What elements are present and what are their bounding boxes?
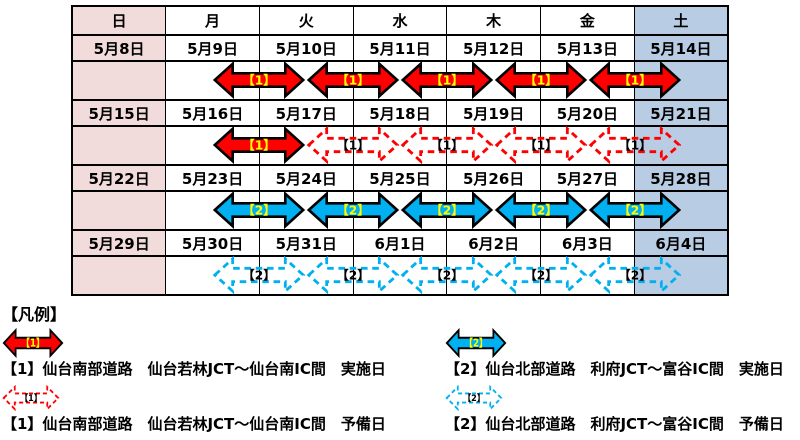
date-cell: 5月16日 [165,99,260,127]
date-cell: 5月24日 [258,164,354,192]
arrow-row-0 [71,60,729,101]
date-cell: 5月18日 [352,99,448,127]
legend-icon-red-solid: 【1】 [2,326,386,359]
arrow-row-cell [71,190,167,231]
legend-item-text: 【1】仙台南部道路 仙台若林JCT～仙台南IC間 予備日 [2,415,386,433]
red-solid-double-arrow-icon: 【1】 [2,327,64,358]
legend-column-right: 【2】【2】仙台北部道路 利府JCT～富谷IC間 実施日【2】【2】仙台北部道路… [445,326,784,436]
day-header-row: 日月火水木金土 [71,5,729,36]
arrow-row-cell [446,255,542,296]
arrow-row-cell [352,125,448,166]
legend-item-text: 【2】仙台北部道路 利府JCT～富谷IC間 実施日 [445,360,784,378]
date-cell: 6月4日 [633,229,729,257]
arrow-row-2 [71,190,729,231]
legend-icon-blue-solid: 【2】 [445,326,784,359]
date-cell: 6月3日 [540,229,635,257]
arrow-row-cell [633,60,729,101]
date-cell: 5月22日 [71,164,167,192]
arrow-row-cell [165,60,260,101]
day-header-3: 水 [352,5,448,36]
date-cell: 5月9日 [165,34,260,62]
date-cell: 5月11日 [352,34,448,62]
arrow-row-cell [258,190,354,231]
legend: 【凡例】 【1】【1】仙台南部道路 仙台若林JCT～仙台南IC間 実施日【1】【… [0,299,800,440]
date-cell: 5月31日 [258,229,354,257]
svg-text:【1】: 【1】 [20,392,42,404]
arrow-row-cell [352,255,448,296]
day-header-6: 土 [633,5,729,36]
red-dashed-double-arrow-icon: 【1】 [2,384,60,411]
arrow-row-cell [633,125,729,166]
legend-title: 【凡例】 [2,305,67,324]
day-header-5: 金 [540,5,635,36]
date-cell: 5月17日 [258,99,354,127]
arrow-row-3 [71,255,729,296]
arrow-row-cell [446,190,542,231]
arrow-row-cell [258,255,354,296]
arrow-row-cell [71,125,167,166]
blue-solid-double-arrow-icon: 【2】 [445,327,507,358]
arrow-row-cell [446,125,542,166]
arrow-row-cell [540,255,635,296]
date-cell: 5月12日 [446,34,542,62]
legend-icon-red-dashed: 【1】 [2,381,386,414]
date-cell: 5月8日 [71,34,167,62]
date-cell: 5月14日 [633,34,729,62]
date-cell: 5月19日 [446,99,542,127]
date-cell: 5月29日 [71,229,167,257]
arrow-row-cell [540,190,635,231]
arrow-row-cell [540,125,635,166]
arrow-row-cell [71,60,167,101]
date-cell: 5月25日 [352,164,448,192]
svg-text:【2】: 【2】 [463,392,485,404]
arrow-row-cell [352,60,448,101]
date-cell: 5月15日 [71,99,167,127]
legend-column-left: 【1】【1】仙台南部道路 仙台若林JCT～仙台南IC間 実施日【1】【1】仙台南… [2,326,386,436]
date-cell: 5月10日 [258,34,354,62]
day-header-1: 月 [165,5,260,36]
date-cell: 5月27日 [540,164,635,192]
arrow-row-cell [258,125,354,166]
date-cell: 6月2日 [446,229,542,257]
svg-text:【2】: 【2】 [464,336,487,349]
legend-icon-blue-dashed: 【2】 [445,381,784,414]
date-cell: 5月13日 [540,34,635,62]
arrow-row-cell [633,190,729,231]
date-cell: 6月1日 [352,229,448,257]
date-cell: 5月21日 [633,99,729,127]
arrow-row-cell [165,125,260,166]
arrow-row-cell [258,60,354,101]
day-header-4: 木 [446,5,542,36]
legend-item-text: 【2】仙台北部道路 利府JCT～富谷IC間 予備日 [445,415,784,433]
arrow-row-cell [633,255,729,296]
legend-item-text: 【1】仙台南部道路 仙台若林JCT～仙台南IC間 実施日 [2,360,386,378]
day-header-0: 日 [71,5,167,36]
date-cell: 5月28日 [633,164,729,192]
arrow-row-cell [446,60,542,101]
arrow-row-cell [352,190,448,231]
arrow-row-cell [165,190,260,231]
arrow-row-cell [540,60,635,101]
arrow-row-1 [71,125,729,166]
arrow-row-cell [165,255,260,296]
arrow-row-cell [71,255,167,296]
date-cell: 5月23日 [165,164,260,192]
svg-text:【1】: 【1】 [21,336,44,349]
date-cell: 5月26日 [446,164,542,192]
date-cell: 5月30日 [165,229,260,257]
blue-dashed-double-arrow-icon: 【2】 [445,384,503,411]
day-header-2: 火 [258,5,354,36]
date-cell: 5月20日 [540,99,635,127]
